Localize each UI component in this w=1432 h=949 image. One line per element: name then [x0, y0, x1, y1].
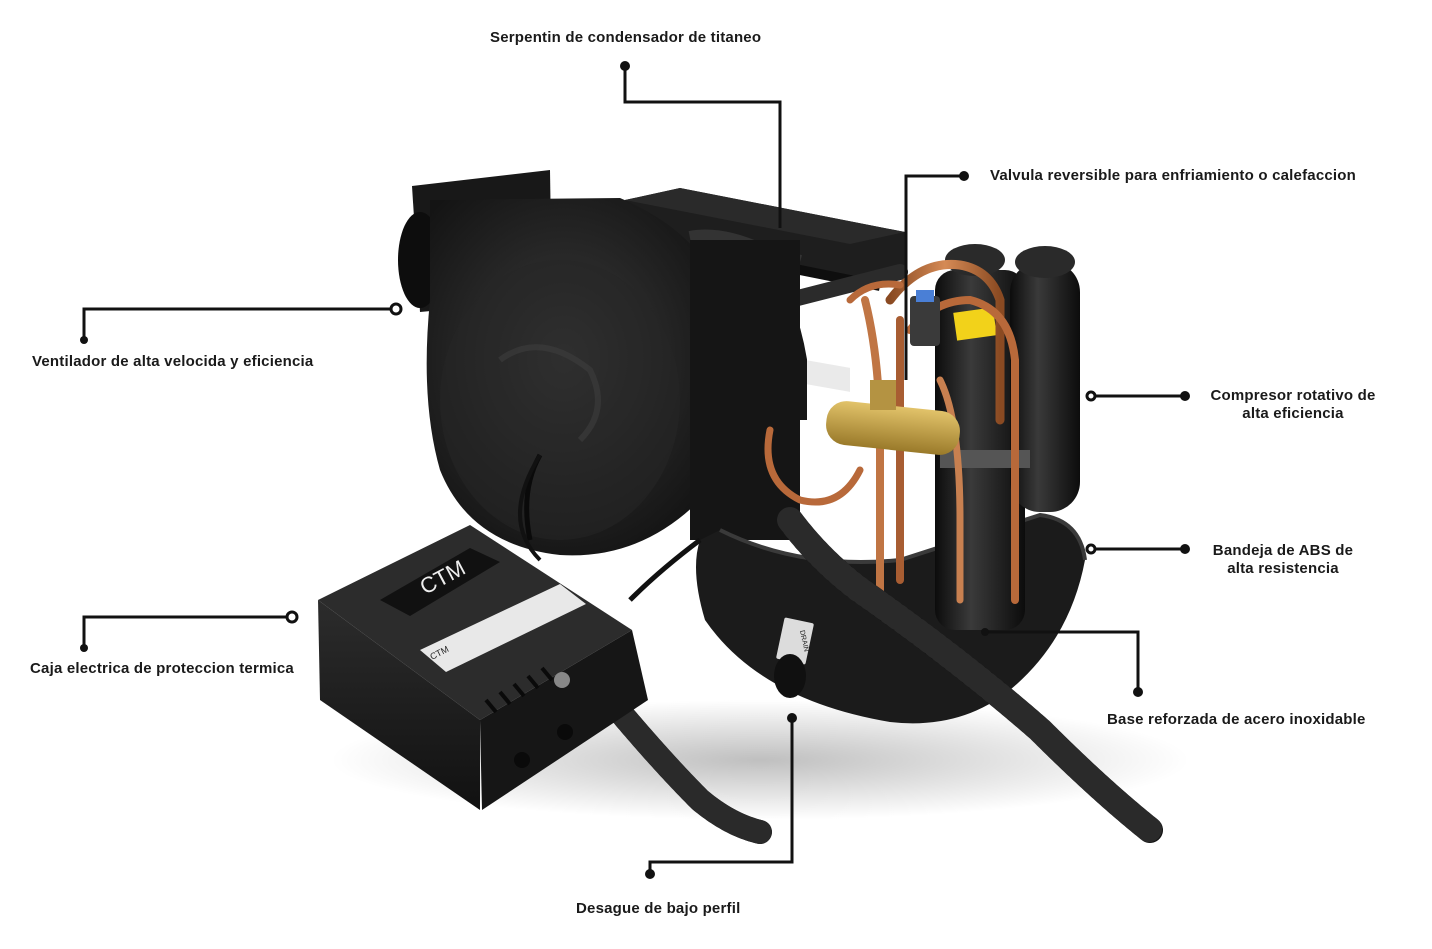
leader-electric-box [82, 615, 292, 648]
electrical-protection-box: CTM CTM [318, 525, 648, 810]
callout-compressor-line2: alta eficiencia [1242, 405, 1344, 422]
callout-tray: Bandeja de ABS de alta resistencia [1188, 542, 1378, 578]
cable-gland [514, 752, 530, 768]
callout-compressor: Compresor rotativo de alta eficiencia [1198, 387, 1388, 423]
drain-port [774, 654, 806, 698]
callout-valve: Valvula reversible para enfriamiento o c… [990, 167, 1356, 184]
leader-dots [80, 61, 1190, 879]
callout-tray-line1: Bandeja de ABS de [1212, 542, 1354, 559]
reversing-valve [826, 290, 960, 455]
callout-base: Base reforzada de acero inoxidable [1107, 711, 1366, 728]
leader-lines [82, 66, 1185, 874]
box-screw [554, 672, 570, 688]
callout-condenser: Serpentin de condensador de titaneo [490, 29, 762, 46]
box-vents [484, 666, 554, 714]
box-spec-label [420, 584, 586, 672]
cable-gland [557, 724, 573, 740]
leader-valve [904, 174, 964, 380]
callout-compressor-line1: Compresor rotativo de [1210, 387, 1376, 404]
leader-fan [82, 307, 396, 340]
blower-fan [398, 170, 731, 556]
callout-electric-box: Caja electrica de proteccion termica [30, 660, 294, 677]
corrugated-hose [598, 507, 1163, 844]
drain-port-text: DRAIN [798, 630, 809, 653]
leader-condenser [623, 66, 782, 228]
leader-base [985, 630, 1140, 692]
electrical-cables [518, 453, 702, 602]
callout-fan: Ventilador de alta velocida y eficiencia [32, 353, 314, 370]
box-brand-strip [380, 548, 500, 616]
leader-drain [648, 718, 794, 874]
callout-tray-line2: alta resistencia [1227, 560, 1339, 577]
compressor-strap [940, 450, 1030, 468]
chassis-frame [690, 240, 800, 540]
warning-sticker [953, 307, 997, 341]
callout-drain: Desague de bajo perfil [576, 900, 741, 917]
